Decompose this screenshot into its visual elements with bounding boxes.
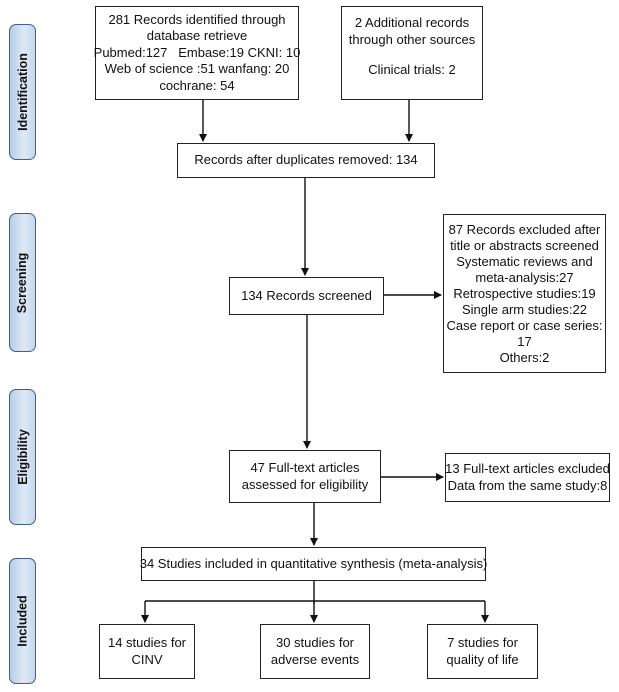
database-records-box: 281 Records identified through database … bbox=[93, 6, 301, 100]
included-synthesis-text: 34 Studies included in quantitative synt… bbox=[139, 555, 488, 571]
excluded-screening-line-6: Single arm studies:22 bbox=[461, 301, 587, 317]
other-sources-line-3: Clinical trials: 2 bbox=[368, 62, 456, 77]
cinv-box: 14 studies for CINV bbox=[99, 624, 195, 679]
database-line-3: Pubmed:127 Embase:19 CKNI: 10 bbox=[93, 44, 301, 60]
duplicates-removed-text: Records after duplicates removed: 134 bbox=[194, 152, 418, 168]
quality-of-life-line-2: quality of life bbox=[446, 651, 519, 667]
fulltext-excluded-line-1: 13 Full-text articles excluded bbox=[445, 461, 610, 476]
excluded-screening-line-4: meta-analysis:27 bbox=[475, 269, 574, 285]
database-line-4: Web of science :51 wanfang: 20 bbox=[104, 61, 290, 77]
cinv-line-1: 14 studies for bbox=[107, 635, 187, 650]
quality-of-life-line-1: 7 studies for bbox=[447, 635, 518, 650]
cinv-line-2: CINV bbox=[131, 651, 163, 667]
included-synthesis-box: 34 Studies included in quantitative synt… bbox=[139, 547, 488, 581]
excluded-screening-line-5: Retrospective studies:19 bbox=[453, 285, 596, 301]
stage-eligibility: Eligibility bbox=[9, 389, 36, 525]
other-sources-box: 2 Additional records through other sourc… bbox=[341, 6, 483, 100]
database-line-2: database retrieve bbox=[146, 28, 248, 44]
excluded-screening-box: 87 Records excluded after title or abstr… bbox=[443, 214, 606, 373]
stage-screening: Screening bbox=[9, 213, 36, 352]
adverse-events-box: 30 studies for adverse events bbox=[260, 624, 370, 679]
excluded-screening-line-1: 87 Records excluded after bbox=[448, 221, 601, 237]
excluded-screening-line-7: Case report or case series: bbox=[446, 317, 603, 333]
excluded-screening-line-8: 17 bbox=[517, 333, 532, 349]
fulltext-excluded-line-2: Data from the same study:8 bbox=[447, 477, 608, 493]
records-screened-text: 134 Records screened bbox=[241, 287, 372, 303]
records-screened-box: 134 Records screened bbox=[229, 277, 384, 315]
database-line-5: cochrane: 54 bbox=[159, 77, 235, 93]
stage-included: Included bbox=[9, 558, 36, 684]
adverse-events-line-2: adverse events bbox=[270, 651, 360, 667]
fulltext-assessed-box: 47 Full-text articles assessed for eligi… bbox=[229, 450, 381, 503]
adverse-events-line-1: 30 studies for bbox=[275, 635, 355, 650]
duplicates-removed-box: Records after duplicates removed: 134 bbox=[177, 143, 435, 178]
fulltext-excluded-box: 13 Full-text articles excluded Data from… bbox=[445, 453, 610, 502]
excluded-screening-line-3: Systematic reviews and bbox=[456, 253, 593, 269]
database-line-1: 281 Records identified through bbox=[108, 11, 286, 27]
stage-identification: Identification bbox=[9, 24, 36, 160]
quality-of-life-box: 7 studies for quality of life bbox=[427, 624, 538, 679]
fulltext-assessed-line-1: 47 Full-text articles bbox=[250, 460, 360, 475]
other-sources-line-2: through other sources bbox=[348, 31, 476, 47]
fulltext-assessed-line-2: assessed for eligibility bbox=[241, 476, 369, 492]
excluded-screening-line-9: Others:2 bbox=[499, 349, 550, 365]
excluded-screening-line-2: title or abstracts screened bbox=[450, 237, 599, 253]
other-sources-line-1: 2 Additional records bbox=[354, 15, 470, 30]
